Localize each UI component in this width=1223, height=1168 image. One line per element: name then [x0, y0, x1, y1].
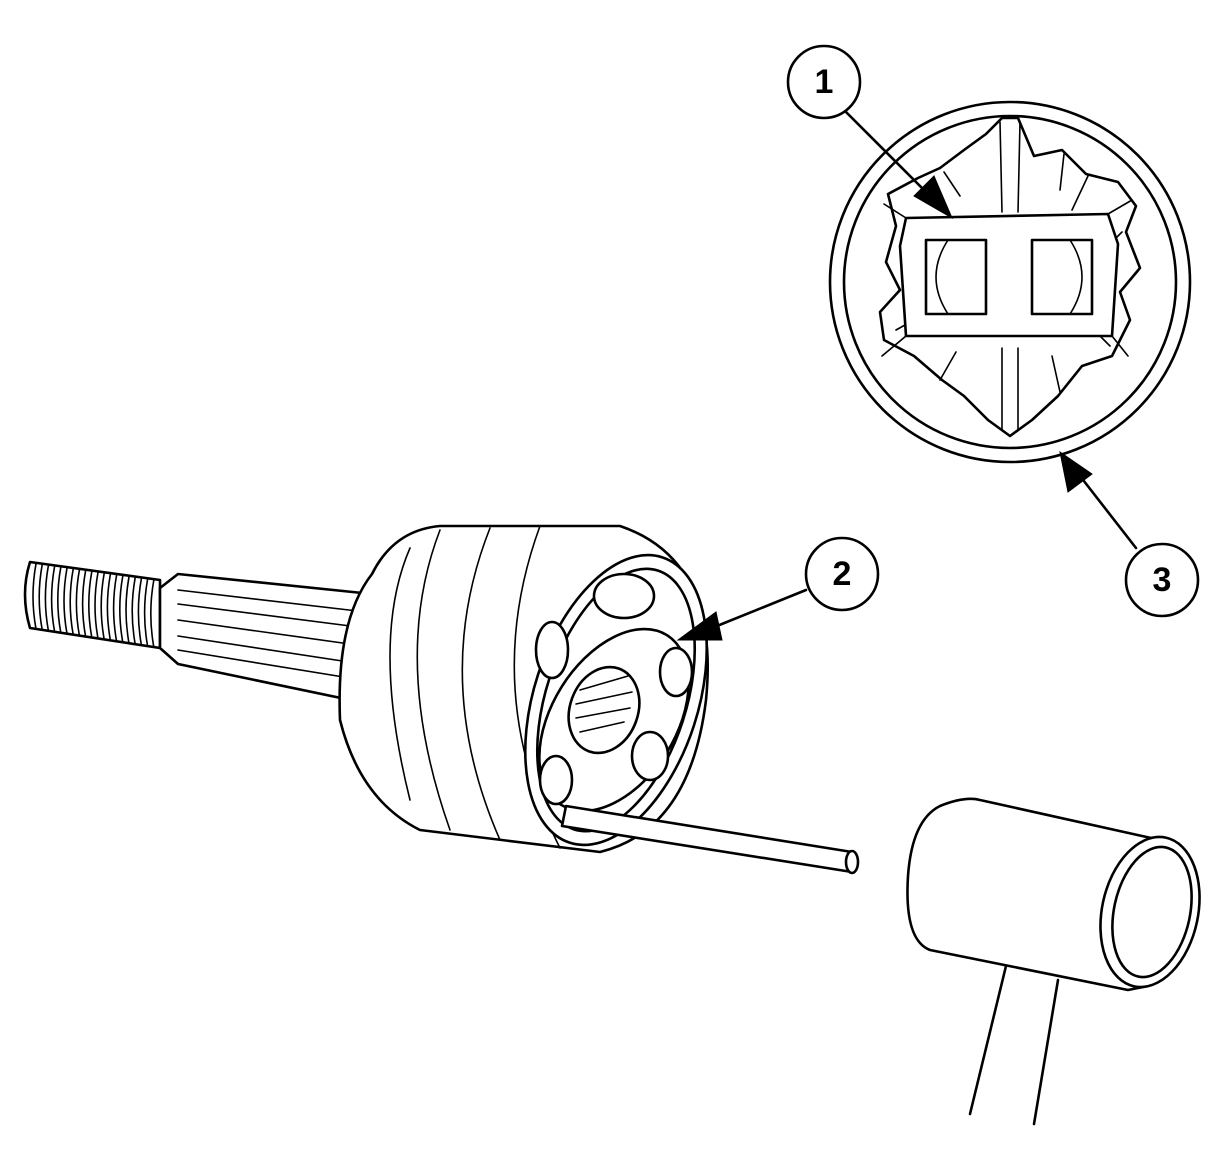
thread-line — [125, 575, 130, 645]
thread-line — [143, 578, 149, 647]
drift-tip — [844, 849, 860, 875]
housing-ring-1 — [389, 547, 411, 801]
thread-line — [81, 569, 87, 638]
housing-ring-2 — [416, 529, 451, 831]
callout-3-arrowhead — [1059, 450, 1093, 493]
inset-cage-corners — [881, 199, 1133, 357]
callout-3-leader — [1078, 474, 1138, 550]
thread-line — [112, 574, 118, 643]
inset-ball-left — [935, 239, 949, 315]
callout-2-label: 2 — [833, 555, 852, 593]
callout-3-circle — [1124, 542, 1200, 618]
brass-drift — [560, 804, 860, 875]
callout-2-leader — [710, 588, 808, 630]
inset-rib-bottom — [1001, 347, 1019, 431]
inset-ball-right — [1069, 239, 1083, 315]
inset-detail-view — [828, 100, 1192, 464]
thread-line — [50, 565, 56, 633]
callout-1: 1 — [786, 44, 954, 220]
callout-1-leader — [844, 110, 934, 200]
callout-1-arrowhead — [913, 175, 954, 220]
callout-3: 3 — [1059, 450, 1200, 618]
inset-inner-ring — [842, 114, 1178, 450]
callout-2: 2 — [676, 536, 880, 641]
joint-ball-left — [534, 620, 570, 680]
thread-line — [131, 576, 136, 645]
thread-line — [137, 577, 143, 646]
callout-1-circle — [786, 44, 862, 120]
inset-cage-window-left — [924, 238, 988, 316]
joint-ball-top — [592, 572, 656, 620]
joint-ball-bottom-left — [538, 754, 574, 806]
thread-line — [94, 571, 99, 640]
thread-line — [69, 568, 74, 636]
hammer-face-inner — [1111, 845, 1193, 979]
inset-cage-window-right — [1030, 238, 1094, 316]
callout-2-circle — [804, 536, 880, 612]
bore-splines — [575, 675, 633, 733]
shaft-assembly — [23, 524, 710, 854]
thread-line — [75, 569, 81, 637]
housing-ring-3 — [461, 527, 501, 841]
thread-line — [88, 570, 93, 639]
hammer — [906, 797, 1201, 1126]
joint-ball-bottom-right — [630, 730, 670, 782]
thread-line — [32, 563, 37, 630]
inset-star-hub — [878, 116, 1142, 438]
callout-2-arrowhead — [676, 611, 723, 641]
callout-1-label: 1 — [815, 63, 834, 101]
thread-line — [63, 567, 68, 635]
thread-line — [119, 575, 124, 644]
thread-line — [57, 566, 62, 634]
thread-lines — [32, 563, 155, 648]
spline-lines — [177, 589, 367, 681]
thread-line — [44, 564, 50, 632]
thread-line — [38, 563, 43, 631]
inset-outer-ring — [828, 100, 1192, 464]
joint-ball-right — [658, 646, 694, 698]
thread-line — [100, 572, 105, 641]
callout-3-label: 3 — [1153, 561, 1172, 599]
thread-line — [106, 573, 112, 642]
hammer-handle — [968, 964, 1060, 1126]
thread-line — [150, 579, 155, 648]
inset-rib-top — [999, 121, 1021, 213]
